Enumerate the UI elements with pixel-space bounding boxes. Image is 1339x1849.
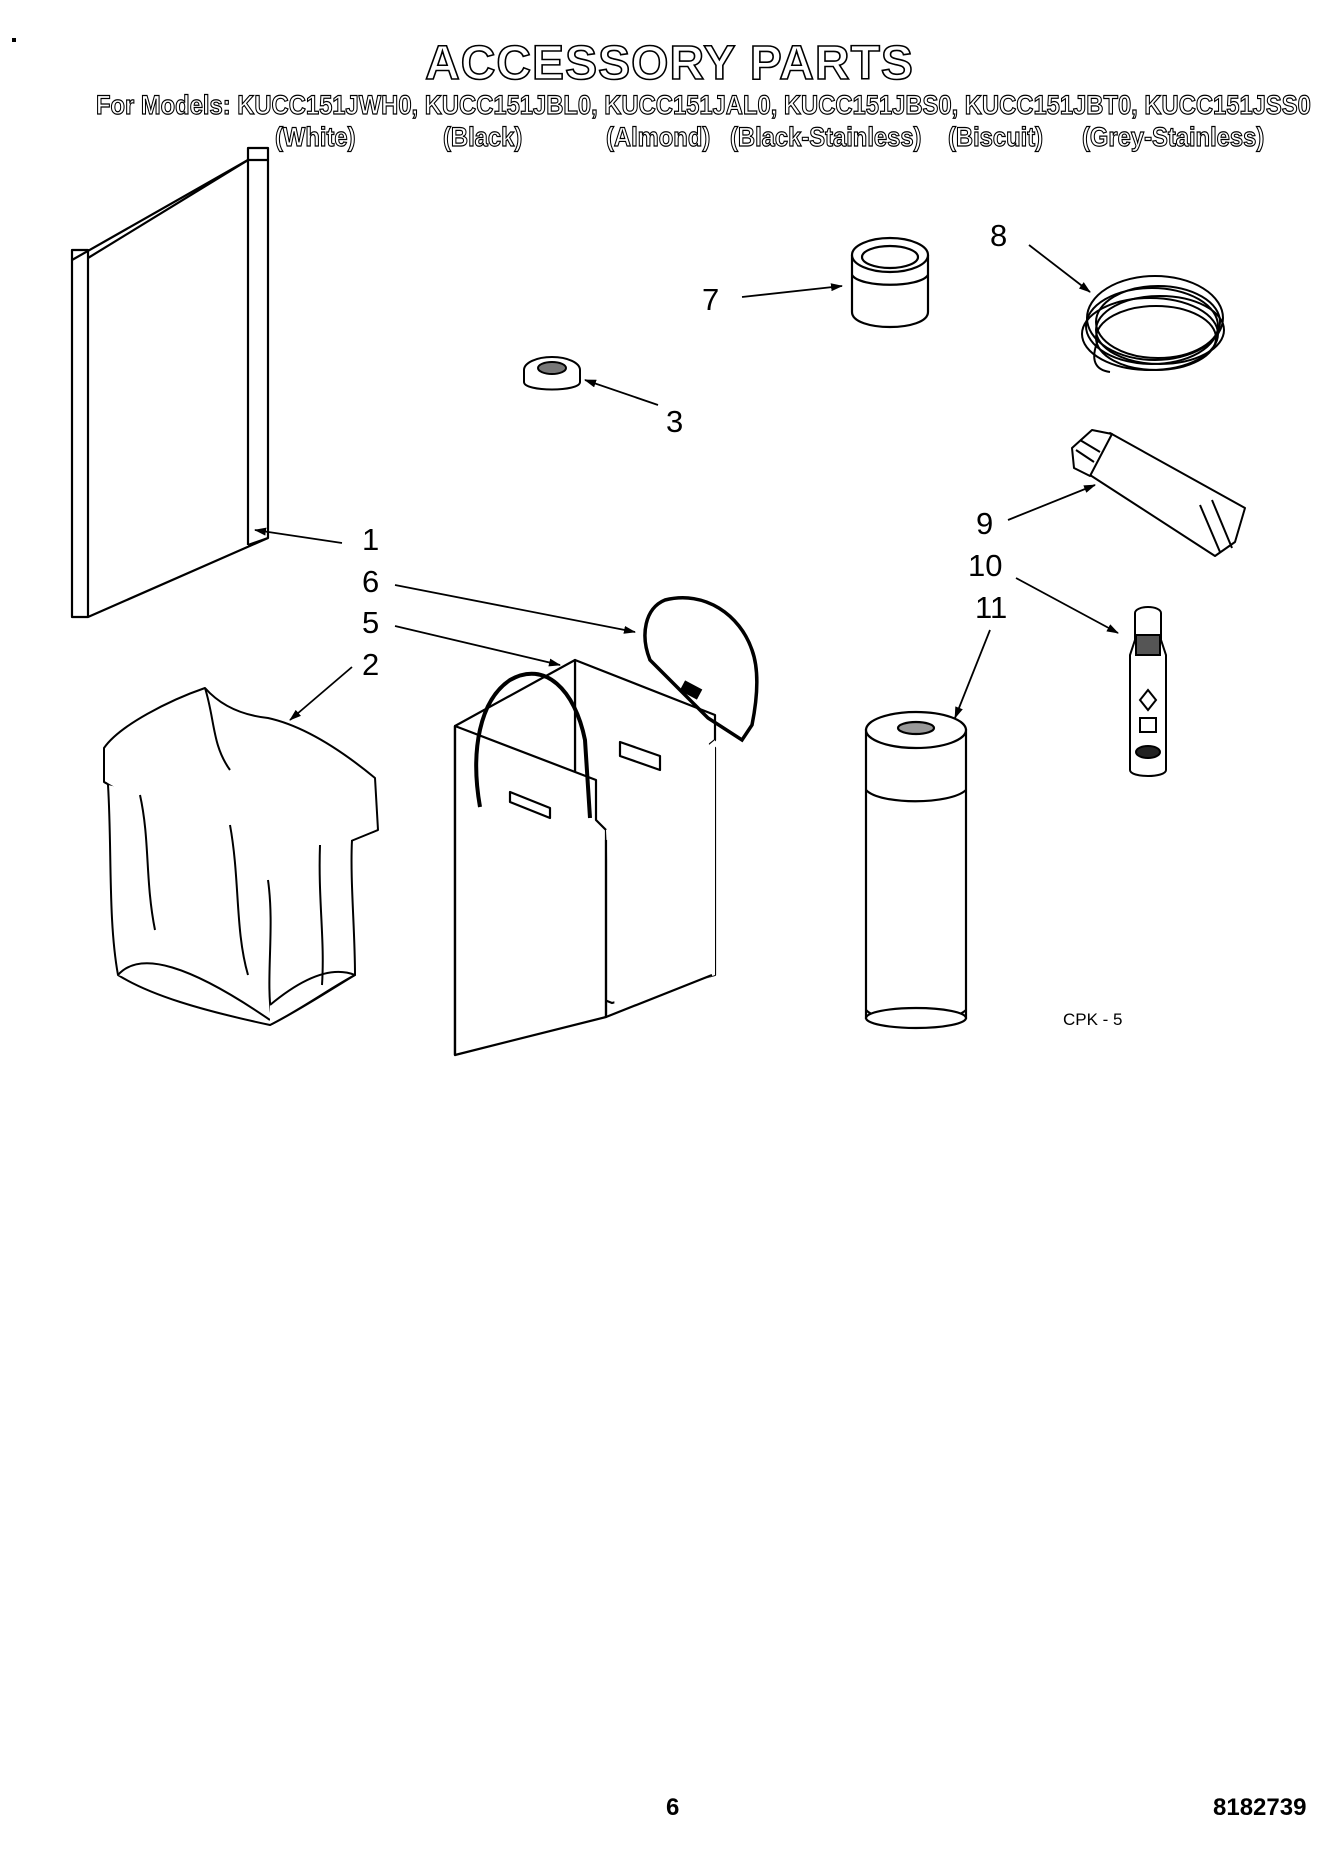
page-number: 6 xyxy=(666,1794,680,1821)
color-label-white: (White) xyxy=(274,121,356,152)
part-11-can xyxy=(864,710,968,1030)
part-5-frame xyxy=(453,658,717,1057)
color-label-biscuit: (Biscuit) xyxy=(947,121,1044,152)
part-2-bag xyxy=(103,687,379,1026)
leader-3 xyxy=(584,379,659,406)
callout-10: 10 xyxy=(968,548,1003,583)
leader-10 xyxy=(1015,577,1119,634)
leader-2 xyxy=(289,666,353,721)
color-label-almond: (Almond) xyxy=(605,121,711,152)
leader-6 xyxy=(394,584,636,634)
color-label-grey-stainless: (Grey-Stainless) xyxy=(1081,121,1265,152)
leader-5 xyxy=(394,625,561,667)
leader-9 xyxy=(1007,484,1096,521)
part-7-sleeve xyxy=(850,236,930,328)
diagram-code: CPK - 5 xyxy=(1063,1010,1123,1029)
callout-8: 8 xyxy=(990,218,1008,253)
callout-3: 3 xyxy=(666,404,684,439)
callout-6: 6 xyxy=(362,564,380,599)
color-label-black-stainless: (Black-Stainless) xyxy=(729,121,922,152)
callout-7: 7 xyxy=(702,282,720,317)
part-3-cap xyxy=(523,356,581,391)
leader-7 xyxy=(741,283,843,298)
part-10-bottle xyxy=(1129,606,1167,777)
callout-11: 11 xyxy=(975,590,1008,625)
leader-1 xyxy=(254,527,343,544)
leader-8 xyxy=(1028,244,1091,293)
part-6-rod xyxy=(643,596,759,743)
callout-9: 9 xyxy=(976,506,994,541)
corner-mark xyxy=(12,38,16,42)
document-number: 8182739 xyxy=(1213,1794,1307,1821)
callout-2: 2 xyxy=(362,647,380,682)
page-title: ACCESSORY PARTS xyxy=(424,36,914,91)
callout-5: 5 xyxy=(362,605,380,640)
part-8-cord xyxy=(1081,275,1225,373)
models-line: For Models: KUCC151JWH0, KUCC151JBL0, KU… xyxy=(95,89,1311,120)
callout-1: 1 xyxy=(362,522,380,557)
leader-11 xyxy=(954,629,991,719)
part-9-tube xyxy=(1071,429,1246,557)
leader-lines xyxy=(254,244,1119,721)
color-label-black: (Black) xyxy=(442,121,523,152)
part-1-panel xyxy=(70,146,270,619)
